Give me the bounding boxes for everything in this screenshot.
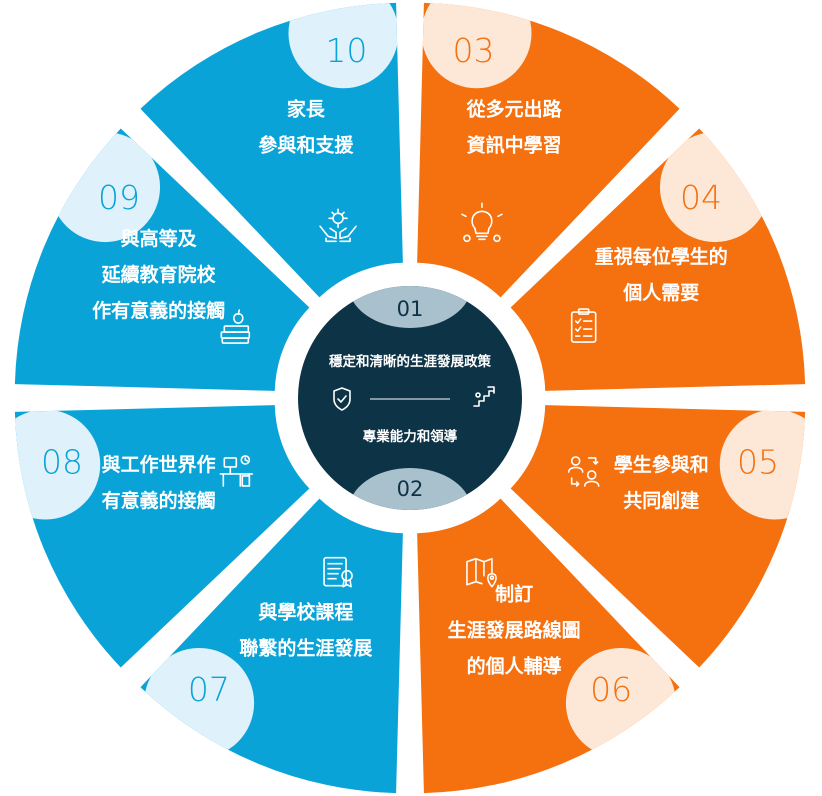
segment-09-label-line: 延續教育院校 [101,263,217,286]
segment-08-label-line: 有意義的接觸 [102,489,216,512]
segment-06-label-line: 生涯發展路線圖 [448,618,581,641]
center-circle [298,286,522,510]
segment-04-label-line: 重視每位學生的 [595,245,728,268]
segment-04-label-line: 個人需要 [622,282,699,304]
segment-07-label-line: 與學校課程 [258,600,353,623]
certificate-icon [323,556,353,588]
segment-09-number: 09 [98,178,140,217]
segment-03-number: 03 [453,31,495,70]
segment-03-label-line: 從多元出路 [466,98,563,121]
clipboard-checklist-icon [570,308,597,343]
segment-06-label-line: 的個人輔導 [467,654,562,677]
shield-check-icon [333,387,351,411]
segment-10-label-line: 參與和支援 [258,134,354,157]
segment-06-number: 06 [590,670,632,709]
segment-08-number: 08 [41,443,83,482]
lightbulb-gears-icon [461,202,503,243]
map-pin-icon [466,557,497,588]
center-top-band [348,286,472,328]
hands-gear-icon [319,208,357,243]
center-leadership-text: 專業能力和領導 [363,428,458,445]
center-bottom-number: 02 [397,477,424,501]
center-hub: 01 02 穩定和清晰的生涯發展政策 專業能力和領導 [298,286,522,510]
segment-04-number: 04 [680,178,722,217]
segment-05-label-line: 共同創建 [623,489,699,512]
center-bottom-band [348,468,472,510]
segment-10-label-line: 家長 [287,98,326,121]
users-exchange-icon [567,456,600,487]
office-desk-icon [219,455,254,487]
center-top-number: 01 [397,297,424,321]
segment-06-label-line: 制訂 [495,582,533,605]
segment-07-number: 07 [188,670,230,709]
growth-steps-icon [473,386,495,407]
segment-10-number: 10 [325,31,367,70]
books-apple-icon [220,309,251,344]
segment-05-number: 05 [737,443,779,482]
segment-05-label-line: 學生參與和 [614,453,709,476]
segment-03-label-line: 資訊中學習 [467,134,562,157]
segment-07-label-line: 聯繫的生涯發展 [239,636,372,659]
center-policy-text: 穩定和清晰的生涯發展政策 [329,353,491,370]
segment-09-label-line: 與高等及 [121,227,198,250]
segment-08-label-line: 與工作世界作 [102,453,216,476]
segment-09-label-line: 作有意義的接觸 [92,299,225,322]
